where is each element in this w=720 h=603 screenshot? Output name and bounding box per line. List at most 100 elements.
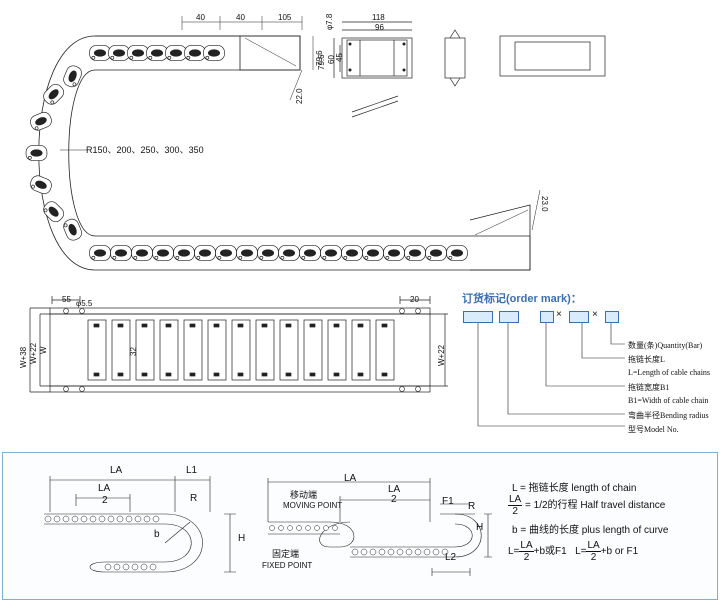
bottom-plate <box>111 319 131 381</box>
bottom-plate <box>207 319 227 381</box>
bottom-dim-20: 20 <box>410 295 419 304</box>
legend-left-R: R <box>190 493 198 504</box>
bottom-plate <box>303 319 323 381</box>
bottom-dim-phi: φ5.5 <box>76 299 93 308</box>
times-icon: × <box>556 309 562 320</box>
legend-left-LA: LA <box>110 465 123 476</box>
chain-link <box>43 83 64 105</box>
chain-link <box>63 218 82 241</box>
legend-row-b: b = 曲线的长度 plus length of curve <box>512 521 668 536</box>
chain-link <box>165 45 187 61</box>
order-box-width <box>540 311 554 323</box>
legend-link <box>53 515 61 523</box>
dim-40-b: 40 <box>236 13 245 22</box>
section-79-6: 79.6 <box>317 54 326 70</box>
legend-link <box>152 515 160 523</box>
bottom-plate <box>327 319 347 381</box>
order-line-length-en: L=Length of cable chains <box>628 368 711 377</box>
chain-link <box>362 245 384 261</box>
legend-left-L1: L1 <box>186 465 198 476</box>
legend-left-H: H <box>238 533 246 544</box>
chain-link <box>63 65 82 88</box>
dim-23-0: 23.0 <box>540 196 549 212</box>
legend-row-L-sym: L <box>512 483 518 494</box>
chain-link <box>30 111 52 131</box>
legend-mid-R: R <box>468 501 476 512</box>
legend-row-b-text: = 曲线的长度 plus length of curve <box>520 525 669 536</box>
legend-link <box>116 515 124 523</box>
bottom-plate <box>375 319 395 381</box>
bottom-dim-w22-right: W+22 <box>437 344 446 366</box>
moving-point-cn: 移动端 <box>290 490 318 500</box>
chain-link <box>236 245 258 261</box>
legend-link <box>98 515 106 523</box>
section-96: 96 <box>375 23 384 32</box>
frac-den: 2 <box>512 506 518 517</box>
order-line-quantity: 数量(条)Quantity(Bar) <box>628 341 703 350</box>
frac-den: 2 <box>523 552 530 563</box>
legend-row-L-text: = 拖链长度 length of chain <box>519 483 637 494</box>
chain-link <box>278 245 300 261</box>
chain-link <box>341 245 363 261</box>
section-45: 45 <box>335 53 344 62</box>
radius-label: R150、200、250、300、350 <box>86 145 204 155</box>
bottom-dim-w22: W+22 <box>29 342 38 364</box>
chain-top-drawing <box>25 16 606 271</box>
formula-L-2: L= <box>575 546 587 558</box>
bottom-plate <box>87 319 107 381</box>
chain-link <box>89 245 111 261</box>
chain-link <box>299 245 321 261</box>
bottom-plate <box>231 319 251 381</box>
chain-link <box>257 245 279 261</box>
legend-link <box>89 515 97 523</box>
bottom-dim-w: W <box>39 346 48 354</box>
legend-mid-LA: LA <box>344 473 357 484</box>
legend-link <box>44 515 52 523</box>
bottom-plate <box>159 319 179 381</box>
legend-left-two: 2 <box>102 495 108 506</box>
legend-link <box>134 515 142 523</box>
order-leader-lines <box>477 323 625 427</box>
legend-link <box>80 515 88 523</box>
legend-link <box>125 515 133 523</box>
bottom-plate <box>279 319 299 381</box>
formula-L: L= <box>508 546 520 558</box>
order-box-quantity <box>605 311 619 323</box>
order-line-length-cn: 拖链长度L <box>628 355 665 364</box>
order-mark-title: 订货标记(order mark)： <box>462 293 582 305</box>
formula-end: +b or F1 <box>600 546 639 558</box>
legend-mid-F1: F1 <box>442 496 454 507</box>
order-line-model: 型号Model No. <box>628 425 679 434</box>
chain-link <box>320 245 342 261</box>
chain-link <box>43 201 64 223</box>
legend-mid-L2: L2 <box>445 552 457 563</box>
formula-mid: +b或F1 <box>533 546 567 558</box>
chain-link <box>383 245 405 261</box>
order-line-width-cn: 拖链宽度B1 <box>628 383 670 392</box>
chain-link <box>404 245 426 261</box>
legend-diagrams <box>44 476 492 576</box>
legend-row-L: L = 拖链长度 length of chain <box>512 479 636 494</box>
legend-panel <box>2 452 718 600</box>
dim-105: 105 <box>278 13 292 22</box>
bottom-plate <box>183 319 203 381</box>
legend-mid-LA-half: LA <box>388 484 401 495</box>
times-icon: × <box>592 309 598 320</box>
chain-link <box>25 145 48 161</box>
order-box-model <box>463 311 493 323</box>
chain-link <box>215 245 237 261</box>
bottom-plate <box>255 319 275 381</box>
frac-num: LA <box>519 540 534 552</box>
dim-22-0: 22.0 <box>295 88 304 104</box>
chain-link <box>108 45 130 61</box>
bottom-plate <box>135 319 155 381</box>
legend-left-LA-half: LA <box>98 483 111 494</box>
order-box-length <box>569 311 589 323</box>
fixed-point-en: FIXED POINT <box>262 561 313 570</box>
frac-num: LA <box>586 540 601 552</box>
legend-mid-H: H <box>476 522 484 533</box>
